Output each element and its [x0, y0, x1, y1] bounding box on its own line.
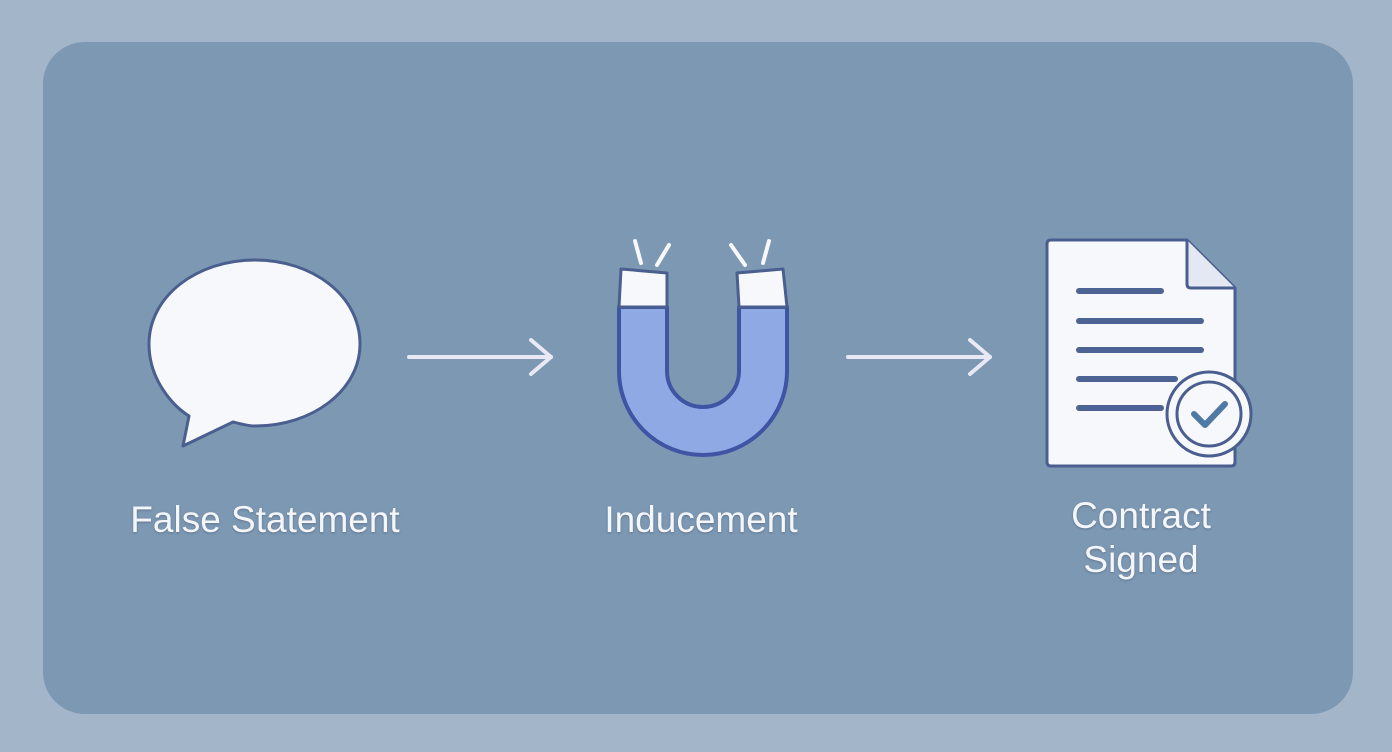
signed-document-icon [1045, 238, 1253, 468]
step-label-inducement: Inducement [604, 499, 798, 540]
step-label-contract-signed: Contract Signed [1071, 495, 1211, 580]
diagram-panel: False Statement Inducement Contract Sign… [43, 42, 1353, 714]
speech-bubble-icon [147, 258, 362, 448]
arrow-right-icon [407, 338, 553, 376]
step-label-false-statement: False Statement [130, 499, 400, 540]
arrow-right-icon [846, 338, 992, 376]
magnet-icon [617, 239, 789, 457]
